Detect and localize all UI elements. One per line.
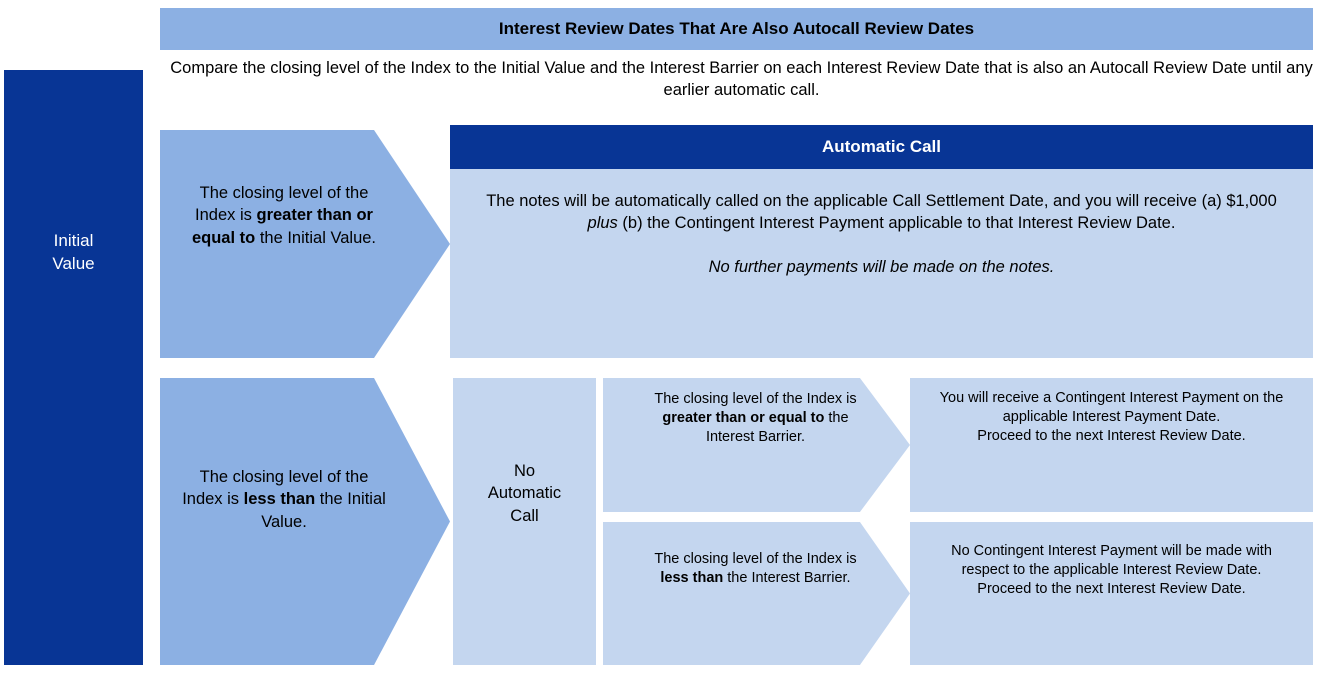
no-automatic-call-line-3: Call xyxy=(510,506,539,525)
header-title-band: Interest Review Dates That Are Also Auto… xyxy=(160,8,1313,50)
branch-gte-initial-value-text: The closing level of the Index is greate… xyxy=(160,130,450,249)
outcome-pay-contingent-interest-text: You will receive a Contingent Interest P… xyxy=(910,378,1313,446)
branch-lt-interest-barrier-text: The closing level of the Index is less t… xyxy=(603,522,910,588)
initial-value-bar: Initial Value xyxy=(4,70,143,665)
branch-gte-interest-barrier-text: The closing level of the Index is greate… xyxy=(603,378,910,447)
header-title: Interest Review Dates That Are Also Auto… xyxy=(498,19,975,38)
outcome-no-interest-line-2: Proceed to the next Interest Review Date… xyxy=(977,580,1246,597)
branch-gte-barrier-pre: The closing level of the Index is xyxy=(654,391,857,407)
outcome-pay-interest-line-1: You will receive a Contingent Interest P… xyxy=(939,390,1284,425)
automatic-call-body: The notes will be automatically called o… xyxy=(450,169,1313,358)
branch-gte-initial-value-chevron: The closing level of the Index is greate… xyxy=(160,130,450,358)
branch-lt-barrier-post: the Interest Barrier. xyxy=(723,569,851,586)
branch-lt-initial-pre: The closing level of the Index is xyxy=(182,468,369,509)
outcome-pay-interest-line-2: Proceed to the next Interest Review Date… xyxy=(977,427,1246,444)
branch-lt-initial-value-text: The closing level of the Index is less t… xyxy=(160,378,450,533)
automatic-call-title: Automatic Call xyxy=(821,137,942,156)
initial-value-bar-label: Initial Value xyxy=(4,70,143,276)
outcome-no-contingent-interest-box: No Contingent Interest Payment will be m… xyxy=(910,522,1313,665)
automatic-call-paragraph-1: The notes will be automatically called o… xyxy=(478,191,1285,235)
branch-gte-initial-bold: greater than or equal to xyxy=(191,206,373,247)
no-automatic-call-line-1: No xyxy=(513,462,536,480)
outcome-no-interest-line-1: No Contingent Interest Payment will be m… xyxy=(951,543,1272,578)
branch-lt-initial-bold: less than xyxy=(243,490,316,509)
initial-value-line-2: Value xyxy=(52,253,95,273)
outcome-pay-contingent-interest-box: You will receive a Contingent Interest P… xyxy=(910,378,1313,512)
initial-value-line-1: Initial xyxy=(53,231,94,250)
automatic-call-header: Automatic Call xyxy=(450,125,1313,169)
automatic-call-p1-post: (b) the Contingent Interest Payment appl… xyxy=(617,213,1176,232)
branch-lt-initial-post: the Initial Value. xyxy=(261,490,386,531)
branch-gte-interest-barrier-chevron: The closing level of the Index is greate… xyxy=(603,378,910,512)
branch-lt-barrier-bold: less than xyxy=(660,569,724,586)
no-automatic-call-line-2: Automatic xyxy=(487,484,562,503)
no-automatic-call-label: No Automatic Call xyxy=(453,378,596,527)
branch-gte-barrier-bold: greater than or equal to xyxy=(662,409,825,426)
branch-lt-interest-barrier-chevron: The closing level of the Index is less t… xyxy=(603,522,910,665)
branch-lt-barrier-pre: The closing level of the Index is xyxy=(654,551,857,567)
branch-gte-initial-pre: The closing level of the Index is xyxy=(195,184,369,225)
no-automatic-call-box: No Automatic Call xyxy=(453,378,596,665)
branch-gte-initial-post: the Initial Value. xyxy=(255,228,377,247)
automatic-call-p1-pre: The notes will be automatically called o… xyxy=(486,192,1277,210)
branch-lt-initial-value-chevron: The closing level of the Index is less t… xyxy=(160,378,450,665)
automatic-call-paragraph-2: No further payments will be made on the … xyxy=(708,257,1055,276)
outcome-no-contingent-interest-text: No Contingent Interest Payment will be m… xyxy=(910,522,1313,599)
automatic-call-p1-italic: plus xyxy=(587,213,618,232)
branch-gte-barrier-post: the Interest Barrier. xyxy=(705,409,849,445)
header-subtitle: Compare the closing level of the Index t… xyxy=(170,59,1313,99)
